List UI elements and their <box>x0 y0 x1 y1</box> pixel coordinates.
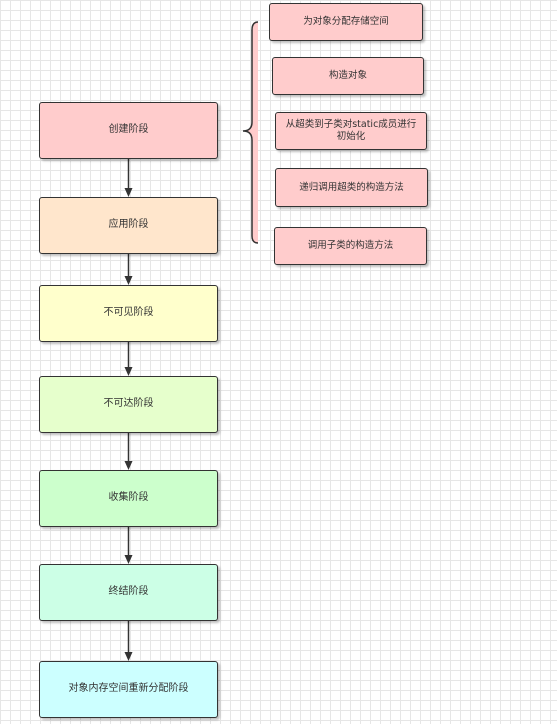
step-label: 为对象分配存储空间 <box>303 16 389 28</box>
stage-invisible[interactable]: 不可见阶段 <box>39 285 218 342</box>
arrowhead <box>124 555 133 564</box>
step-label: 从超类到子类对static成员进行初始化 <box>285 119 417 142</box>
stage-unreachable[interactable]: 不可达阶段 <box>39 376 218 433</box>
creation-step-init-static[interactable]: 从超类到子类对static成员进行初始化 <box>275 112 427 150</box>
stage-space-reallocation[interactable]: 对象内存空间重新分配阶段 <box>39 661 218 718</box>
arrowhead <box>124 188 133 197</box>
creation-step-construct-object[interactable]: 构造对象 <box>272 57 424 95</box>
brace-outline <box>242 21 259 244</box>
stage-label: 终结阶段 <box>108 586 149 598</box>
stage-label: 应用阶段 <box>108 219 149 231</box>
arrowhead <box>124 367 133 376</box>
stage-connectors <box>124 159 133 661</box>
stage-collection[interactable]: 收集阶段 <box>39 470 218 527</box>
stage-application[interactable]: 应用阶段 <box>39 197 218 254</box>
creation-step-sub-constructor[interactable]: 调用子类的构造方法 <box>274 227 427 265</box>
arrowhead <box>124 461 133 470</box>
stage-label: 收集阶段 <box>108 492 149 504</box>
arrowhead <box>124 276 133 285</box>
stage-creation[interactable]: 创建阶段 <box>39 102 218 159</box>
step-label: 调用子类的构造方法 <box>307 240 394 252</box>
step-label: 递归调用超类的构造方法 <box>299 181 404 193</box>
stage-label: 不可见阶段 <box>103 307 154 319</box>
stage-finalization[interactable]: 终结阶段 <box>39 564 218 621</box>
creation-step-allocate-storage[interactable]: 为对象分配存储空间 <box>269 3 423 41</box>
stage-label: 对象内存空间重新分配阶段 <box>68 683 189 695</box>
stage-label: 不可达阶段 <box>103 398 154 410</box>
creation-step-super-constructor[interactable]: 递归调用超类的构造方法 <box>275 168 428 207</box>
step-label: 构造对象 <box>328 70 367 82</box>
arrowhead <box>124 652 133 661</box>
brace-connector <box>243 22 258 243</box>
stage-label: 创建阶段 <box>108 124 149 136</box>
